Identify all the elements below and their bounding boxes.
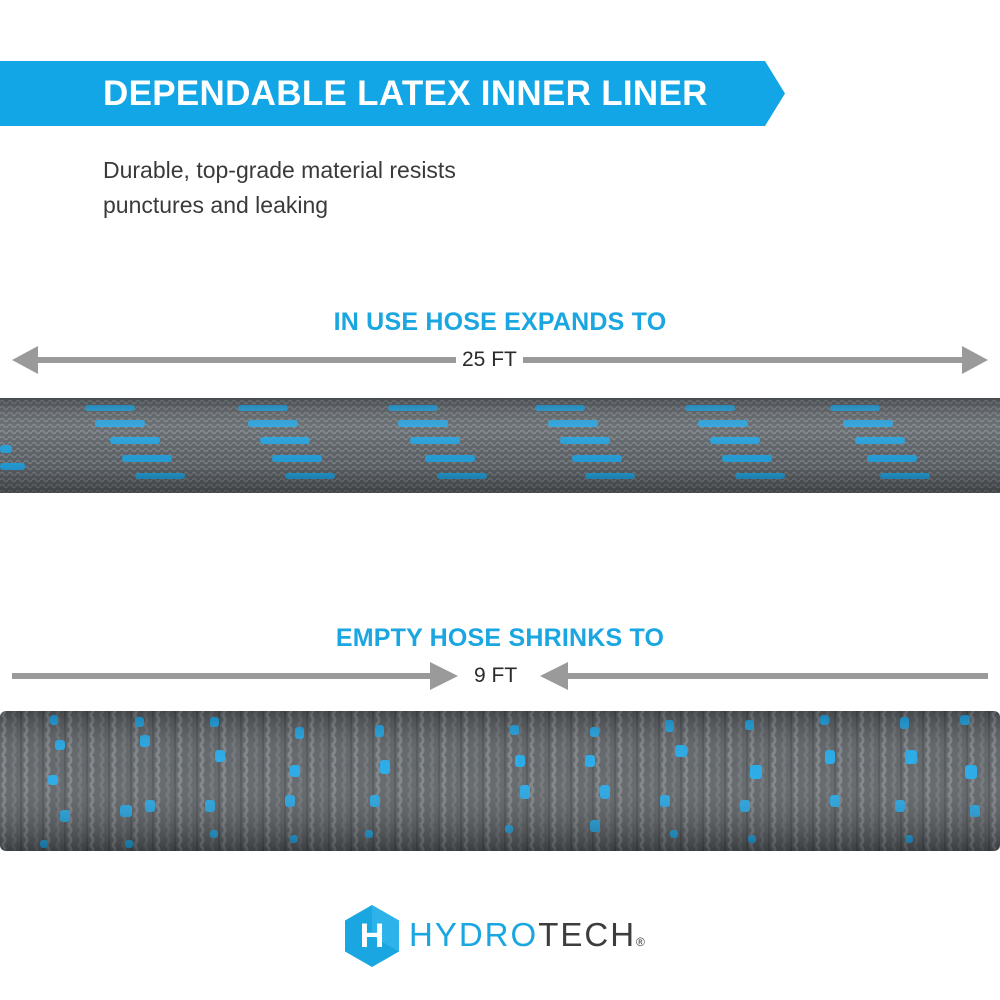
feature-description: Durable, top-grade material resists punc… [103, 153, 603, 223]
logo-word-tech: TECH [538, 916, 637, 953]
expanded-length: 25 FT [456, 340, 523, 380]
expanded-hose-graphic [0, 398, 1000, 493]
expanded-label: IN USE HOSE EXPANDS TO [333, 308, 667, 336]
hexagon-logo-icon [345, 905, 399, 967]
description-line-1: Durable, top-grade material resists [103, 157, 456, 183]
header-banner: DEPENDABLE LATEX INNER LINER [0, 61, 785, 126]
expanded-hose-image [0, 393, 1000, 498]
registered-mark: ® [636, 935, 645, 949]
converging-arrows-icon [12, 662, 988, 690]
logo-wordmark: HYDROTECH® [409, 915, 645, 962]
expanded-measure-arrow: 25 FT [0, 340, 1000, 380]
banner-title: DEPENDABLE LATEX INNER LINER [103, 74, 708, 113]
logo-letter: H [359, 917, 385, 955]
contracted-length: 9 FT [468, 656, 524, 696]
contracted-measure-arrow: 9 FT [0, 656, 1000, 696]
logo-word-hydro: HYDRO [409, 916, 539, 953]
hydrotech-logo: H HYDROTECH® [345, 905, 665, 967]
description-line-2: punctures and leaking [103, 192, 329, 218]
banner-arrow-shape [0, 61, 785, 126]
contracted-label: EMPTY HOSE SHRINKS TO [335, 624, 665, 652]
contracted-hose-graphic [0, 711, 1000, 851]
contracted-hose-image [0, 705, 1000, 855]
